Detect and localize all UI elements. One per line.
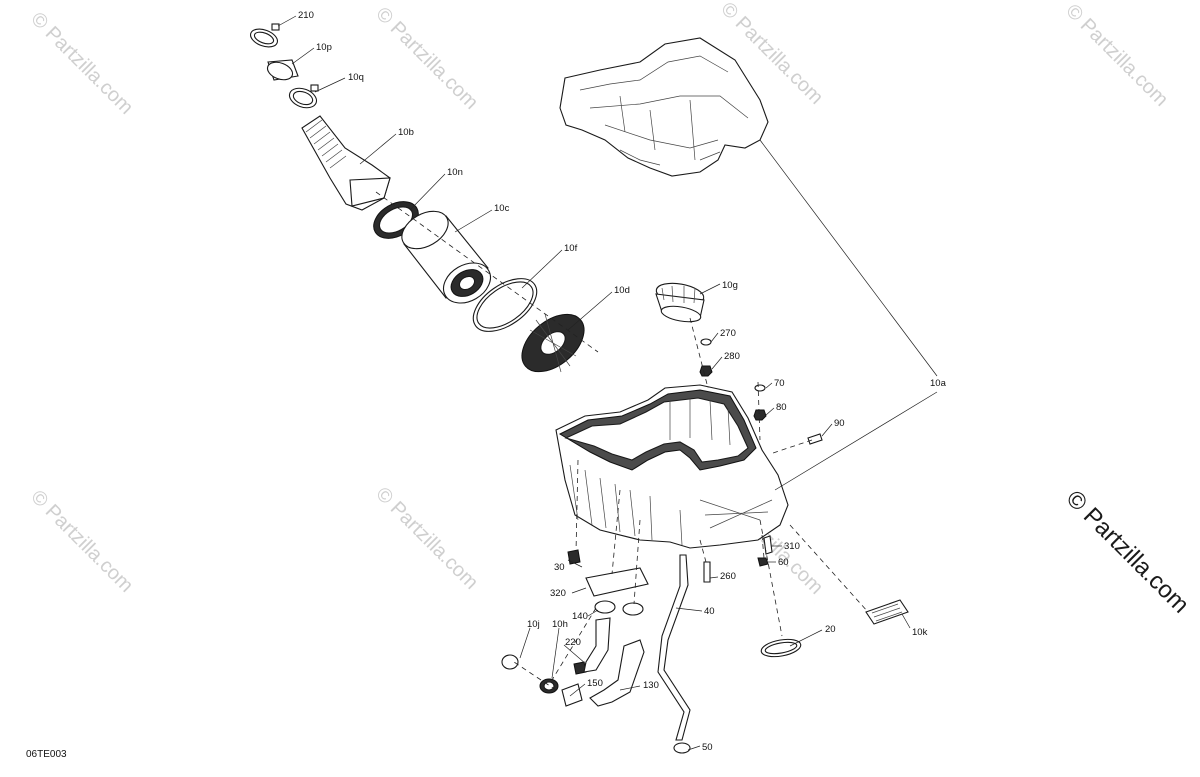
part-10k-label[interactable]: [865, 599, 909, 625]
callout-10a[interactable]: 10a: [930, 378, 947, 389]
callout-320[interactable]: 320: [550, 588, 566, 599]
watermark: © Partzilla.com: [371, 3, 482, 114]
callout-140[interactable]: 140: [572, 611, 588, 622]
part-150-connector[interactable]: [561, 683, 583, 707]
callout-60[interactable]: 60: [778, 557, 789, 568]
part-10g-duct-connector[interactable]: [655, 280, 706, 324]
callout-40[interactable]: 40: [704, 606, 715, 617]
callout-280[interactable]: 280: [724, 351, 740, 362]
watermark: © Partzilla.com: [26, 8, 137, 119]
callout-310[interactable]: 310: [784, 541, 800, 552]
callout-10d[interactable]: 10d: [614, 285, 630, 296]
callout-150[interactable]: 150: [587, 678, 603, 689]
watermark-strong: © Partzilla.com: [1061, 485, 1194, 618]
part-90-bolt[interactable]: [807, 433, 823, 445]
callout-10b[interactable]: 10b: [398, 127, 414, 138]
diagram-code: 06TE003: [26, 749, 67, 760]
callout-80[interactable]: 80: [776, 402, 787, 413]
part-10h-fitting[interactable]: [539, 678, 559, 694]
callout-10n[interactable]: 10n: [447, 167, 463, 178]
part-10c-air-filter[interactable]: [395, 204, 497, 311]
callout-210[interactable]: 210: [298, 10, 314, 21]
callout-10k[interactable]: 10k: [912, 627, 928, 638]
callout-270[interactable]: 270: [720, 328, 736, 339]
watermark: © Partzilla.com: [371, 483, 482, 594]
assembly-guide-lines: [375, 191, 869, 691]
callout-10g[interactable]: 10g: [722, 280, 738, 291]
callout-10q[interactable]: 10q: [348, 72, 364, 83]
part-270-washer[interactable]: [700, 338, 712, 346]
callout-220[interactable]: 220: [565, 637, 581, 648]
part-140-hose[interactable]: [583, 617, 611, 673]
part-260-bolt[interactable]: [703, 561, 711, 583]
callout-30[interactable]: 30: [554, 562, 565, 573]
part-10a-upper-housing[interactable]: [559, 37, 769, 177]
part-310-bolt[interactable]: [763, 535, 773, 555]
part-30-clip[interactable]: [567, 549, 581, 565]
leader-lines: [277, 15, 938, 751]
part-10q-clamp[interactable]: [287, 84, 319, 111]
part-130-hose[interactable]: [589, 639, 645, 707]
part-140-clamp[interactable]: [594, 600, 644, 616]
part-10b-intake-duct[interactable]: [301, 115, 391, 211]
part-10j-clamp[interactable]: [501, 654, 519, 670]
part-60-nut[interactable]: [757, 557, 769, 567]
callout-260[interactable]: 260: [720, 571, 736, 582]
callout-130[interactable]: 130: [643, 680, 659, 691]
part-70-washer[interactable]: [754, 384, 766, 392]
callout-90[interactable]: 90: [834, 418, 845, 429]
watermark: © Partzilla.com: [1061, 0, 1172, 111]
part-280-nut[interactable]: [699, 365, 713, 377]
part-10f-oring[interactable]: [464, 268, 546, 342]
callout-10h[interactable]: 10h: [552, 619, 568, 630]
callout-10c[interactable]: 10c: [494, 203, 510, 214]
callout-labels: 210 10p 10q 10b 10n 10c 10f 10d 10g 270 …: [298, 10, 947, 753]
part-210-clamp[interactable]: [248, 23, 280, 50]
callout-20[interactable]: 20: [825, 624, 836, 635]
part-20-clamp[interactable]: [760, 637, 802, 660]
watermark: © Partzilla.com: [26, 486, 137, 597]
callout-10f[interactable]: 10f: [564, 243, 578, 254]
callout-50[interactable]: 50: [702, 742, 713, 753]
callout-10j[interactable]: 10j: [527, 619, 540, 630]
part-50-clamp[interactable]: [673, 742, 691, 754]
callout-10p[interactable]: 10p: [316, 42, 332, 53]
part-10d-cover[interactable]: [511, 303, 594, 383]
part-10a-lower-housing[interactable]: [555, 384, 789, 549]
callout-70[interactable]: 70: [774, 378, 785, 389]
part-320-shield[interactable]: [585, 567, 649, 597]
part-40-drain-tube[interactable]: [657, 554, 691, 741]
part-10p-sleeve[interactable]: [265, 59, 299, 83]
part-80-nut[interactable]: [753, 409, 767, 421]
